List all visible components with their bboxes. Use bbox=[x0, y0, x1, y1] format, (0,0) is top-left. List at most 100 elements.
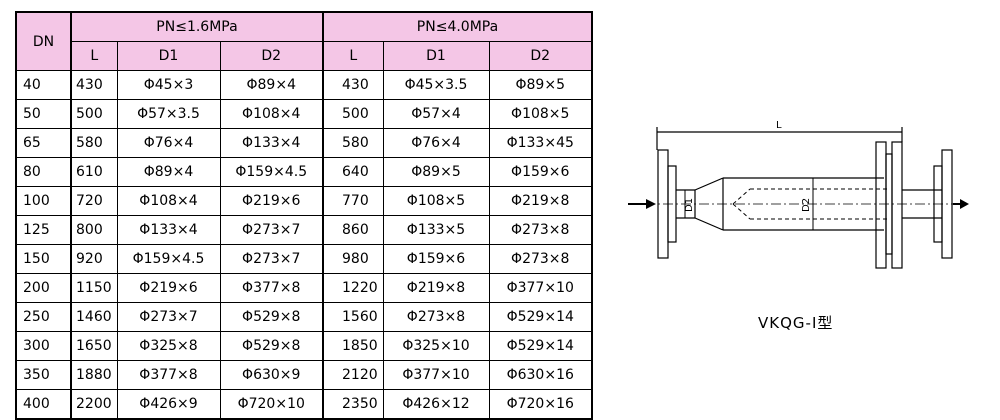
cell-d2: Φ529×8 bbox=[219, 302, 324, 332]
cell-dn: 100 bbox=[15, 186, 72, 216]
cell-d1: Φ45×3 bbox=[116, 70, 221, 100]
cell-d2: Φ108×5 bbox=[488, 99, 593, 129]
length-label: L bbox=[776, 120, 782, 131]
cell-d1: Φ57×3.5 bbox=[116, 99, 221, 129]
cell-d1: Φ159×6 bbox=[382, 244, 490, 274]
subheader-d2: D2 bbox=[219, 41, 324, 71]
cell-d1: Φ325×8 bbox=[116, 331, 221, 361]
cell-d1: Φ426×9 bbox=[116, 389, 221, 420]
subheader-l: L bbox=[70, 41, 118, 71]
diagram-caption: VKQG-Ⅰ型 bbox=[758, 314, 834, 332]
cell-d2: Φ108×4 bbox=[219, 99, 324, 129]
cell-l: 720 bbox=[70, 186, 118, 216]
cell-d2: Φ529×8 bbox=[219, 331, 324, 361]
strainer-diagram: L D1 D2 bbox=[628, 120, 969, 269]
cell-d1: Φ426×12 bbox=[382, 389, 490, 420]
subheader-d1: D1 bbox=[382, 41, 490, 71]
header-pn40: PN≤4.0MPa bbox=[322, 11, 593, 42]
cell-l: 430 bbox=[70, 70, 118, 100]
cell-d2: Φ89×5 bbox=[488, 70, 593, 100]
cell-dn: 40 bbox=[15, 70, 72, 100]
cell-dn: 400 bbox=[15, 389, 72, 420]
cell-dn: 250 bbox=[15, 302, 72, 332]
cell-d1: Φ133×4 bbox=[116, 215, 221, 245]
cell-d2: Φ377×8 bbox=[219, 273, 324, 303]
cell-d1: Φ219×6 bbox=[116, 273, 221, 303]
body-flange bbox=[875, 141, 887, 269]
reducer bbox=[694, 177, 724, 191]
filter-screen bbox=[732, 188, 890, 220]
cell-d2: Φ720×16 bbox=[488, 389, 593, 420]
cell-l: 1150 bbox=[70, 273, 118, 303]
cell-d2: Φ89×4 bbox=[219, 70, 324, 100]
cell-l: 580 bbox=[70, 128, 118, 158]
cell-d1: Φ89×4 bbox=[116, 157, 221, 187]
cell-d1: Φ76×4 bbox=[116, 128, 221, 158]
cell-l: 2120 bbox=[322, 360, 384, 390]
cell-d1: Φ159×4.5 bbox=[116, 244, 221, 274]
cell-d2: Φ219×8 bbox=[488, 186, 593, 216]
cell-d1: Φ76×4 bbox=[382, 128, 490, 158]
cell-l: 980 bbox=[322, 244, 384, 274]
cell-l: 800 bbox=[70, 215, 118, 245]
cell-d1: Φ273×8 bbox=[382, 302, 490, 332]
cell-dn: 200 bbox=[15, 273, 72, 303]
cell-l: 1850 bbox=[322, 331, 384, 361]
cell-l: 2200 bbox=[70, 389, 118, 420]
cell-d1: Φ108×5 bbox=[382, 186, 490, 216]
cell-d2: Φ529×14 bbox=[488, 302, 593, 332]
cell-d2: Φ273×7 bbox=[219, 244, 324, 274]
cell-l: 500 bbox=[70, 99, 118, 129]
cell-dn: 65 bbox=[15, 128, 72, 158]
cell-d2: Φ273×8 bbox=[488, 244, 593, 274]
cell-dn: 125 bbox=[15, 215, 72, 245]
cell-d1: Φ108×4 bbox=[116, 186, 221, 216]
cell-d2: Φ133×4 bbox=[219, 128, 324, 158]
cell-d1: Φ45×3.5 bbox=[382, 70, 490, 100]
cell-l: 1650 bbox=[70, 331, 118, 361]
cell-l: 1560 bbox=[322, 302, 384, 332]
d2-label: D2 bbox=[801, 198, 812, 212]
cell-d2: Φ133×45 bbox=[488, 128, 593, 158]
cell-d1: Φ377×10 bbox=[382, 360, 490, 390]
cell-d1: Φ325×10 bbox=[382, 331, 490, 361]
cell-l: 430 bbox=[322, 70, 384, 100]
cell-d2: Φ273×8 bbox=[488, 215, 593, 245]
cell-d1: Φ219×8 bbox=[382, 273, 490, 303]
cell-d1: Φ57×4 bbox=[382, 99, 490, 129]
cell-l: 860 bbox=[322, 215, 384, 245]
cell-d2: Φ529×14 bbox=[488, 331, 593, 361]
cell-d2: Φ273×7 bbox=[219, 215, 324, 245]
cell-l: 1220 bbox=[322, 273, 384, 303]
cell-l: 770 bbox=[322, 186, 384, 216]
cell-l: 610 bbox=[70, 157, 118, 187]
cell-d2: Φ219×6 bbox=[219, 186, 324, 216]
cell-l: 1880 bbox=[70, 360, 118, 390]
cell-l: 1460 bbox=[70, 302, 118, 332]
cell-dn: 50 bbox=[15, 99, 72, 129]
subheader-l: L bbox=[322, 41, 384, 71]
cell-d2: Φ159×6 bbox=[488, 157, 593, 187]
cell-d1: Φ377×8 bbox=[116, 360, 221, 390]
cell-l: 920 bbox=[70, 244, 118, 274]
subheader-d2: D2 bbox=[488, 41, 593, 71]
header-pn16: PN≤1.6MPa bbox=[70, 11, 324, 42]
cell-dn: 150 bbox=[15, 244, 72, 274]
d1-label: D1 bbox=[684, 198, 695, 212]
cell-dn: 350 bbox=[15, 360, 72, 390]
cell-l: 500 bbox=[322, 99, 384, 129]
cell-l: 2350 bbox=[322, 389, 384, 420]
cell-d2: Φ630×16 bbox=[488, 360, 593, 390]
cell-d1: Φ273×7 bbox=[116, 302, 221, 332]
